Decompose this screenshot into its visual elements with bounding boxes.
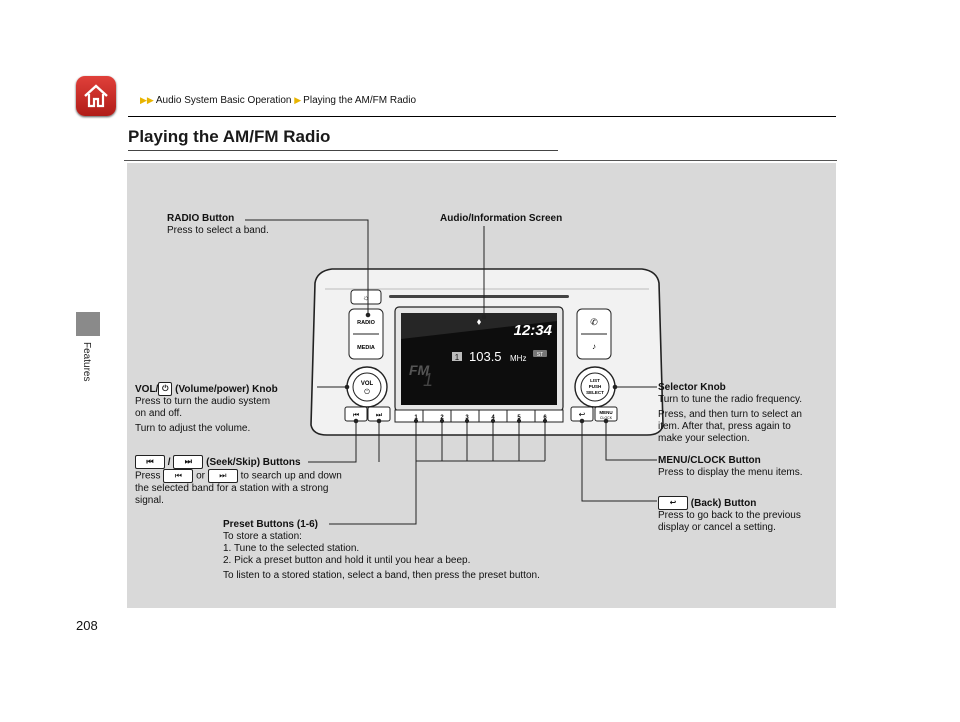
menu-callout-desc: Press to display the menu items.: [658, 467, 803, 478]
preset-callout-title: Preset Buttons (1-6): [223, 519, 319, 530]
seek-desc-3: signal.: [135, 495, 164, 506]
power-icon: ⏻: [364, 388, 370, 396]
selector-desc-3: item. After that, press again to: [658, 421, 791, 432]
preset-buttons: 1 2 3 4 5 6: [394, 409, 564, 423]
talk-icon: ♪: [592, 342, 596, 351]
breadcrumb-link-1[interactable]: Audio System Basic Operation: [155, 95, 292, 106]
preset-desc-1: To store a station:: [223, 531, 302, 542]
screen-callout: Audio/Information Screen: [440, 213, 562, 225]
back-title: (Back) Button: [688, 497, 757, 509]
home-icon: [84, 84, 108, 108]
preset-desc-3: 2. Pick a preset button and hold it unti…: [223, 555, 471, 566]
menu-callout-title: MENU/CLOCK Button: [658, 455, 761, 466]
skip-back-icon: ⏮: [163, 469, 194, 483]
select-label: SELECT: [586, 390, 604, 395]
title-underline: [128, 150, 558, 151]
page-title: Playing the AM/FM Radio: [128, 127, 331, 146]
menu-callout: MENU/CLOCK Button Press to display the m…: [658, 455, 803, 479]
selector-callout-title: Selector Knob: [658, 382, 726, 393]
preset-2: 2: [440, 415, 444, 421]
seek-callout: ⏮ / ⏭ (Seek/Skip) Buttons Press ⏮ or ⏭ t…: [135, 455, 342, 507]
vol-desc-2: on and off.: [135, 408, 183, 419]
preset-desc-2: 1. Tune to the selected station.: [223, 543, 360, 554]
vol-label: VOL: [361, 381, 374, 387]
back-callout: ↩ (Back) Button Press to go back to the …: [658, 496, 801, 534]
preset-3: 3: [465, 415, 469, 421]
selector-callout: Selector Knob Turn to tune the radio fre…: [658, 382, 802, 445]
day-night-button: [350, 289, 382, 305]
push-label: PUSH: [589, 384, 602, 389]
back-arrow-icon: ↩: [579, 410, 586, 419]
stereo-badge: [533, 350, 547, 357]
skip-back-icon: ⏮: [353, 412, 359, 419]
preset-5: 5: [517, 415, 521, 421]
vol-title-b: (Volume/power) Knob: [172, 383, 278, 395]
radio-callout-desc: Press to select a band.: [167, 225, 269, 236]
audio-unit-illustration: ☼ RADIO MEDIA ✆ ♪ 12:34 1 103.5 MHz ST F…: [245, 219, 664, 525]
menu-label: MENU: [599, 410, 612, 415]
selector-desc-4: make your selection.: [658, 433, 750, 444]
day-night-icon: ☼: [362, 293, 369, 302]
panel-rule: [124, 160, 837, 161]
back-desc-1: Press to go back to the previous: [658, 510, 801, 521]
breadcrumb-link-2[interactable]: Playing the AM/FM Radio: [303, 95, 416, 106]
radio-button-label: RADIO: [357, 320, 375, 326]
seek-or: or: [196, 470, 206, 482]
seek-desc-2: the selected band for a station with a s…: [135, 483, 329, 494]
seek-press: Press: [135, 470, 161, 482]
back-desc-2: display or cancel a setting.: [658, 522, 776, 533]
seek-title: (Seek/Skip) Buttons: [203, 456, 301, 468]
home-button[interactable]: [76, 76, 116, 116]
leader-lines: [245, 219, 657, 525]
preset-desc-4: To listen to a stored station, select a …: [223, 570, 540, 581]
skip-forward-icon: ⏭: [207, 469, 238, 483]
breadcrumb: ▶▶Audio System Basic Operation ▶Playing …: [140, 95, 416, 106]
seek-sep: /: [167, 456, 171, 468]
skip-forward-icon: ⏭: [376, 412, 383, 419]
preset-badge: [452, 352, 462, 361]
radio-callout-title: RADIO Button: [167, 213, 235, 224]
vol-title-a: VOL/: [135, 383, 159, 395]
stereo-text: ST: [537, 352, 543, 358]
power-icon: ⏻: [158, 382, 173, 396]
screen-callout-title: Audio/Information Screen: [440, 213, 563, 224]
selector-desc-1: Turn to tune the radio frequency.: [658, 394, 802, 405]
vol-callout: VOL/⏻ (Volume/power) Knob Press to turn …: [135, 382, 278, 435]
preset-4: 4: [491, 415, 495, 421]
vol-desc-1: Press to turn the audio system: [135, 396, 271, 407]
screen-unit: MHz: [510, 354, 526, 363]
vol-desc-3: Turn to adjust the volume.: [135, 423, 251, 434]
chevron-right-icon: ▶▶: [140, 95, 154, 105]
preset-badge-text: 1: [455, 353, 460, 362]
media-button-label: MEDIA: [357, 345, 375, 351]
cd-slot: [389, 295, 569, 298]
list-label: LIST: [590, 378, 600, 383]
screen-clock: 12:34: [514, 322, 553, 339]
back-arrow-icon: ↩: [658, 496, 688, 510]
section-tab: [76, 312, 100, 336]
preset-6: 6: [543, 415, 547, 421]
band-number: 1: [423, 370, 433, 390]
clock-label: CLOCK: [600, 416, 613, 420]
section-label: Features: [81, 342, 92, 382]
skip-back-icon: ⏮: [135, 455, 165, 469]
skip-forward-icon: ⏭: [173, 455, 204, 469]
header-divider: [128, 116, 836, 117]
chevron-right-icon: ▶: [294, 95, 302, 105]
phone-icon: ✆: [590, 317, 598, 327]
radio-callout: RADIO Button Press to select a band.: [167, 213, 269, 237]
seek-desc-1: to search up and down: [240, 470, 342, 482]
page-number: 208: [76, 618, 98, 633]
preset-1: 1: [414, 415, 418, 421]
selector-desc-2: Press, and then turn to select an: [658, 409, 802, 420]
preset-callout: Preset Buttons (1-6) To store a station:…: [223, 519, 540, 582]
screen-frequency: 103.5: [469, 349, 502, 364]
band-text: FM: [409, 362, 430, 378]
